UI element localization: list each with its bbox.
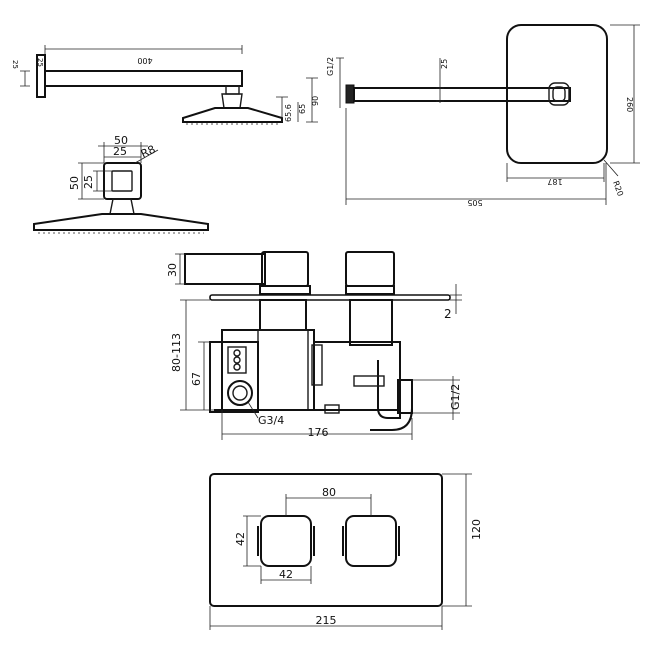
dim-head-offset-b: 65 bbox=[298, 104, 307, 114]
dim-plate-width: 187 bbox=[547, 177, 562, 186]
dim-arm-length-front: 505 bbox=[467, 198, 482, 207]
dim-knob-height: 42 bbox=[234, 532, 247, 546]
front-view-arm-plate: G1/2 25 260 187 R20 505 bbox=[326, 24, 640, 207]
dim-drop-90: 90 bbox=[311, 96, 320, 106]
dim-plate-radius: R20 bbox=[611, 180, 625, 198]
dim-inlet-height: 67 bbox=[190, 372, 203, 386]
right-knob bbox=[342, 515, 400, 567]
dim-arm-length-side: 400 bbox=[137, 56, 152, 65]
cover-plate-front-view: 80 42 42 120 215 bbox=[209, 473, 483, 630]
dim-knob-spacing: 80 bbox=[322, 486, 336, 499]
dim-inlet-thread: G3/4 bbox=[258, 414, 284, 427]
dim-plate-gap: 2 bbox=[444, 307, 452, 321]
dim-head-offset-a: 65.6 bbox=[284, 104, 293, 122]
dim-arm-thickness-front: 25 bbox=[440, 59, 449, 69]
dim-cover-width: 215 bbox=[316, 614, 337, 627]
dim-knob-width: 42 bbox=[279, 568, 293, 581]
dim-cover-height: 120 bbox=[470, 519, 483, 540]
block-detail-view: 50 25 R8 50 25 bbox=[33, 134, 209, 234]
dim-block-height: 50 bbox=[68, 176, 81, 190]
left-knob bbox=[257, 515, 315, 567]
dim-block-radius: R8 bbox=[139, 143, 158, 161]
dim-block-width: 50 bbox=[114, 134, 128, 147]
dim-plate-height: 260 bbox=[625, 97, 634, 112]
dim-handle-depth: 30 bbox=[166, 263, 179, 277]
valve-side-view: 30 2 80-113 67 bbox=[166, 251, 462, 440]
side-view-arm: 400 25 25 65.6 65 90 bbox=[11, 45, 320, 125]
dim-valve-width: 176 bbox=[308, 426, 329, 439]
dim-block-inner-h: 25 bbox=[82, 175, 95, 189]
dim-block-inner: 25 bbox=[113, 145, 127, 158]
dim-arm-thickness-2: 25 bbox=[36, 58, 44, 67]
dim-thread-top: G1/2 bbox=[326, 57, 335, 76]
dim-depth-range: 80-113 bbox=[170, 333, 183, 372]
dim-outlet-thread: G1/2 bbox=[449, 384, 462, 410]
dim-arm-thickness: 25 bbox=[11, 60, 19, 69]
